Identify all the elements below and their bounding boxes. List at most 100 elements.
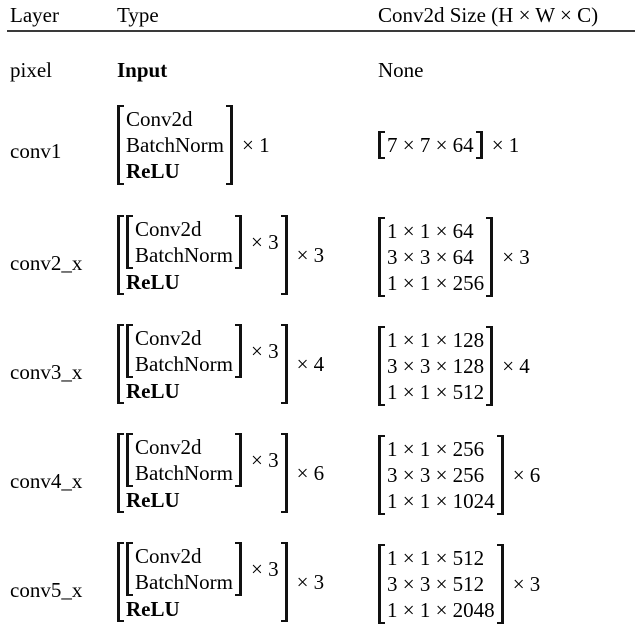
bracket-left-icon	[117, 105, 124, 185]
stack-line: BatchNorm	[135, 352, 233, 376]
type-relu-label: ReLU	[126, 597, 180, 621]
bracket-left-icon	[117, 542, 124, 622]
column-header-type: Type	[117, 3, 159, 27]
bracket-right-icon	[234, 215, 242, 269]
row-layer-label: conv4_x	[10, 469, 83, 493]
row-size-group: 1 × 1 × 64 3 × 3 × 64 1 × 1 × 256 × 3	[378, 217, 530, 303]
column-header-size: Conv2d Size (H × W × C)	[378, 3, 599, 27]
type-stack: Conv2d BatchNorm	[135, 433, 233, 487]
stack-line: BatchNorm	[135, 243, 233, 267]
bracket-right-icon	[486, 326, 494, 406]
column-header-layer: Layer	[10, 3, 59, 27]
table-row-conv2x: conv2_x Conv2d BatchNorm	[0, 215, 640, 315]
type-relu-label: ReLU	[126, 488, 180, 512]
size-stack: 7 × 7 × 64	[387, 131, 474, 159]
row-type-value: Input	[117, 58, 168, 82]
type-stack: Conv2d BatchNorm	[135, 542, 233, 596]
bracket-right-icon	[475, 131, 483, 159]
type-outer-multiplier: × 3	[296, 243, 325, 267]
stack-line: BatchNorm	[135, 570, 233, 594]
bracket-group-inner: Conv2d BatchNorm	[126, 215, 242, 269]
bracket-group-inner: Conv2d BatchNorm	[126, 324, 242, 378]
stack-line: 1 × 1 × 1024	[387, 489, 495, 513]
bracket-left-icon	[117, 324, 124, 404]
row-layer-label: conv3_x	[10, 360, 83, 384]
row-size-group: 7 × 7 × 64 × 1	[378, 131, 519, 165]
row-layer-label: conv2_x	[10, 251, 83, 275]
bracket-left-icon	[378, 326, 385, 406]
bracket-right-icon	[234, 433, 242, 487]
row-type-group: Conv2d BatchNorm × 3 ReLU × 6	[117, 433, 324, 519]
bracket-left-icon	[126, 433, 133, 487]
size-stack: 1 × 1 × 512 3 × 3 × 512 1 × 1 × 2048	[387, 544, 495, 624]
bracket-right-icon	[486, 217, 494, 297]
type-stack: Conv2d BatchNorm	[135, 215, 233, 269]
type-inner-multiplier: × 3	[250, 557, 279, 581]
type-inner-multiplier: × 3	[250, 339, 279, 363]
stack-line: ReLU	[126, 159, 180, 183]
size-stack: 1 × 1 × 256 3 × 3 × 256 1 × 1 × 1024	[387, 435, 495, 515]
type-outer-multiplier: × 4	[296, 352, 325, 376]
type-outer-multiplier: × 6	[296, 461, 325, 485]
type-nested-wrap: Conv2d BatchNorm × 3 ReLU	[126, 215, 279, 295]
type-inner-multiplier: × 3	[250, 448, 279, 472]
row-type-group: Conv2d BatchNorm × 3 ReLU × 3	[117, 542, 324, 628]
bracket-group-outer: Conv2d BatchNorm × 3 ReLU	[117, 433, 288, 513]
bracket-group-inner: Conv2d BatchNorm	[126, 542, 242, 596]
row-type-group: Conv2d BatchNorm × 3 ReLU × 4	[117, 324, 324, 410]
stack-line: BatchNorm	[135, 461, 233, 485]
row-size-group: 1 × 1 × 128 3 × 3 × 128 1 × 1 × 512 × 4	[378, 326, 530, 412]
size-stack: 1 × 1 × 64 3 × 3 × 64 1 × 1 × 256	[387, 217, 484, 297]
bracket-right-icon	[496, 544, 504, 624]
bracket-right-icon	[280, 433, 288, 513]
table-header-row: Layer Type Conv2d Size (H × W × C)	[0, 0, 640, 31]
type-stack: Conv2d BatchNorm ReLU	[126, 105, 224, 185]
bracket-group: 1 × 1 × 512 3 × 3 × 512 1 × 1 × 2048	[378, 544, 504, 624]
type-relu-label: ReLU	[126, 270, 180, 294]
size-multiplier: × 3	[512, 572, 541, 596]
size-stack: 1 × 1 × 128 3 × 3 × 128 1 × 1 × 512	[387, 326, 484, 406]
stack-line: Conv2d	[126, 107, 193, 131]
row-layer-label: conv5_x	[10, 578, 83, 602]
size-multiplier: × 4	[502, 354, 530, 378]
stack-line: 3 × 3 × 64	[387, 245, 474, 269]
type-relu-label: ReLU	[126, 379, 180, 403]
type-outer-multiplier: × 3	[296, 570, 325, 594]
stack-line: 1 × 1 × 128	[387, 328, 485, 352]
bracket-right-icon	[234, 542, 242, 596]
stack-line: 3 × 3 × 512	[387, 572, 485, 596]
stack-line: 1 × 1 × 256	[387, 271, 485, 295]
bracket-left-icon	[117, 433, 124, 513]
bracket-group: 1 × 1 × 64 3 × 3 × 64 1 × 1 × 256	[378, 217, 494, 297]
row-layer-label: conv1	[10, 139, 62, 163]
bracket-left-icon	[126, 215, 133, 269]
bracket-group-outer: Conv2d BatchNorm × 3 ReLU	[117, 215, 288, 295]
bracket-left-icon	[117, 215, 124, 295]
stack-line: Conv2d	[135, 217, 202, 241]
stack-line: Conv2d	[135, 435, 202, 459]
row-size-group: 1 × 1 × 256 3 × 3 × 256 1 × 1 × 1024 × 6	[378, 435, 540, 521]
size-multiplier: × 3	[502, 245, 530, 269]
bracket-group-outer: Conv2d BatchNorm × 3 ReLU	[117, 542, 288, 622]
stack-line: 1 × 1 × 512	[387, 380, 485, 404]
stack-line: Conv2d	[135, 544, 202, 568]
bracket-group-outer: Conv2d BatchNorm × 3 ReLU	[117, 324, 288, 404]
header-rule	[7, 30, 635, 32]
row-type-group: Conv2d BatchNorm ReLU × 1	[117, 105, 270, 191]
row-type-group: Conv2d BatchNorm × 3 ReLU × 3	[117, 215, 324, 301]
size-multiplier: × 6	[512, 463, 541, 487]
type-inner-multiplier: × 3	[250, 230, 279, 254]
row-layer-label: pixel	[10, 58, 52, 82]
bracket-group: 7 × 7 × 64	[378, 131, 483, 159]
bracket-left-icon	[126, 542, 133, 596]
table-row-conv5x: conv5_x Conv2d BatchNorm	[0, 542, 640, 642]
type-multiplier: × 1	[241, 133, 270, 157]
stack-line: BatchNorm	[126, 133, 224, 157]
table-row-conv3x: conv3_x Conv2d BatchNorm	[0, 324, 640, 424]
bracket-left-icon	[378, 435, 385, 515]
bracket-right-icon	[280, 324, 288, 404]
bracket-group: Conv2d BatchNorm ReLU	[117, 105, 233, 185]
bracket-left-icon	[378, 544, 385, 624]
table-row-conv1: conv1 Conv2d BatchNorm ReLU × 1	[0, 105, 640, 200]
row-size-group: 1 × 1 × 512 3 × 3 × 512 1 × 1 × 2048 × 3	[378, 544, 540, 630]
